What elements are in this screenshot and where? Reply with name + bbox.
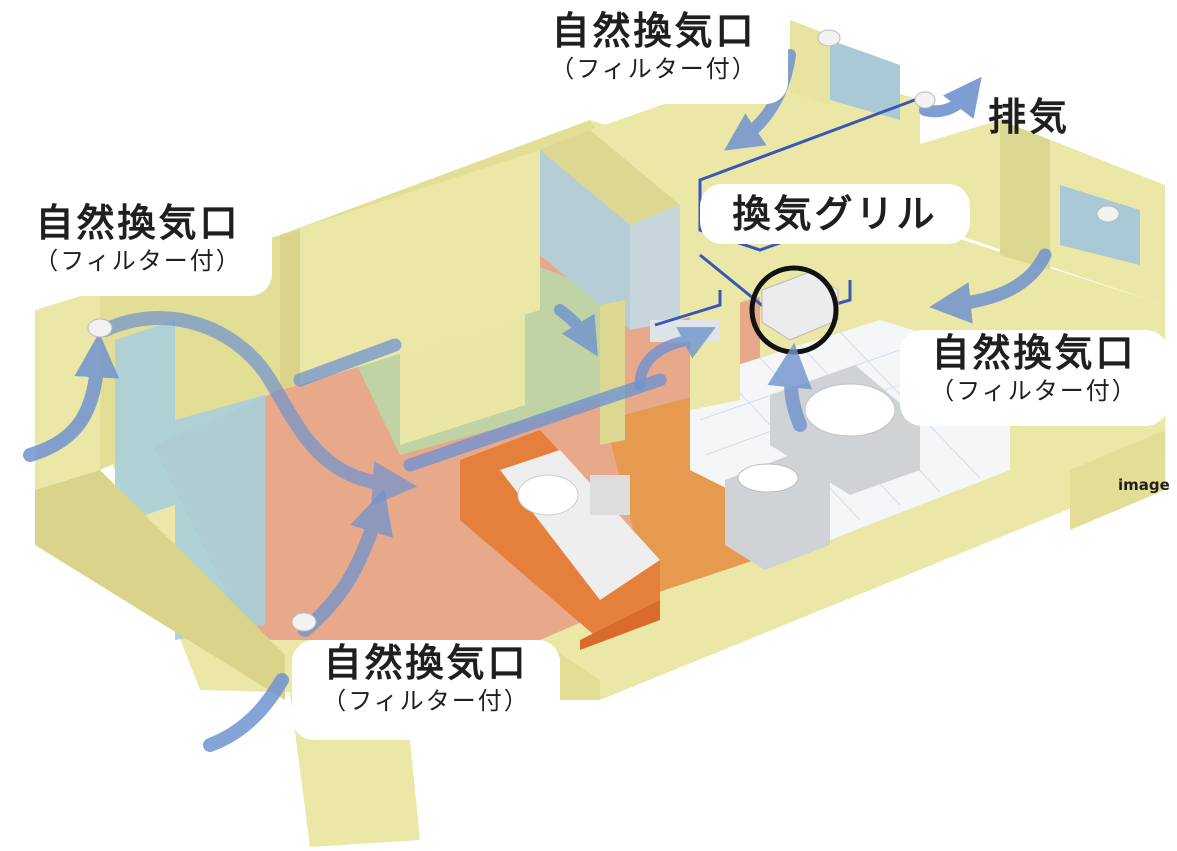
- inlet-label-bottom: 自然換気口 （フィルター付）: [292, 640, 560, 740]
- inlet-label-top-note: （フィルター付）: [550, 55, 758, 83]
- inlet-vent-left: [87, 318, 113, 338]
- inlet-label-right: 自然換気口 （フィルター付）: [900, 330, 1168, 426]
- grille-label: 換気グリル: [700, 184, 970, 244]
- inlet-label-bottom-title: 自然換気口: [323, 641, 529, 685]
- airflow-arrow-top-in: [724, 49, 796, 151]
- airflow-arrow-living: [98, 311, 418, 506]
- inlet-label-top: 自然換気口 （フィルター付）: [520, 8, 788, 104]
- inlet-label-left-title: 自然換気口: [35, 201, 241, 245]
- inlet-label-bottom-note: （フィルター付）: [322, 687, 530, 715]
- airflow-arrow-closet: [554, 304, 598, 357]
- grille-label-text: 換気グリル: [732, 192, 938, 236]
- stovetop: [590, 475, 630, 515]
- washbasin: [737, 463, 799, 493]
- exhaust-label: 排気: [988, 95, 1071, 139]
- airflow-arrows: [23, 49, 1052, 752]
- airflow-arrow-upper-room: [293, 338, 402, 387]
- airflow-arrow-bottom-up: [298, 488, 394, 637]
- inlet-label-right-note: （フィルター付）: [930, 377, 1138, 405]
- inlet-vents: [87, 29, 1120, 632]
- inlet-label-left-note: （フィルター付）: [34, 247, 242, 275]
- exhaust-vent-cap: [914, 91, 936, 109]
- kitchen-sink: [517, 474, 579, 516]
- inlet-label-top-title: 自然換気口: [551, 9, 757, 53]
- image-note: image: [1118, 476, 1170, 494]
- airflow-arrow-bottom-in: [203, 673, 289, 752]
- inlet-label-left: 自然換気口 （フィルター付）: [4, 200, 272, 296]
- airflow-arrow-to-duct: [634, 327, 716, 391]
- fixtures: [460, 320, 920, 650]
- airflow-arrow-left-in: [23, 332, 120, 462]
- airflow-arrow-right-in: [929, 248, 1052, 324]
- inlet-label-right-title: 自然換気口: [931, 331, 1137, 375]
- inlet-vent-top: [817, 29, 841, 47]
- airflow-arrow-exhaust: [919, 76, 982, 119]
- bathtub: [804, 383, 896, 437]
- inlet-vent-bottom: [291, 612, 317, 632]
- inlet-vent-right: [1096, 205, 1120, 223]
- airflow-arrow-bath-up: [767, 342, 813, 432]
